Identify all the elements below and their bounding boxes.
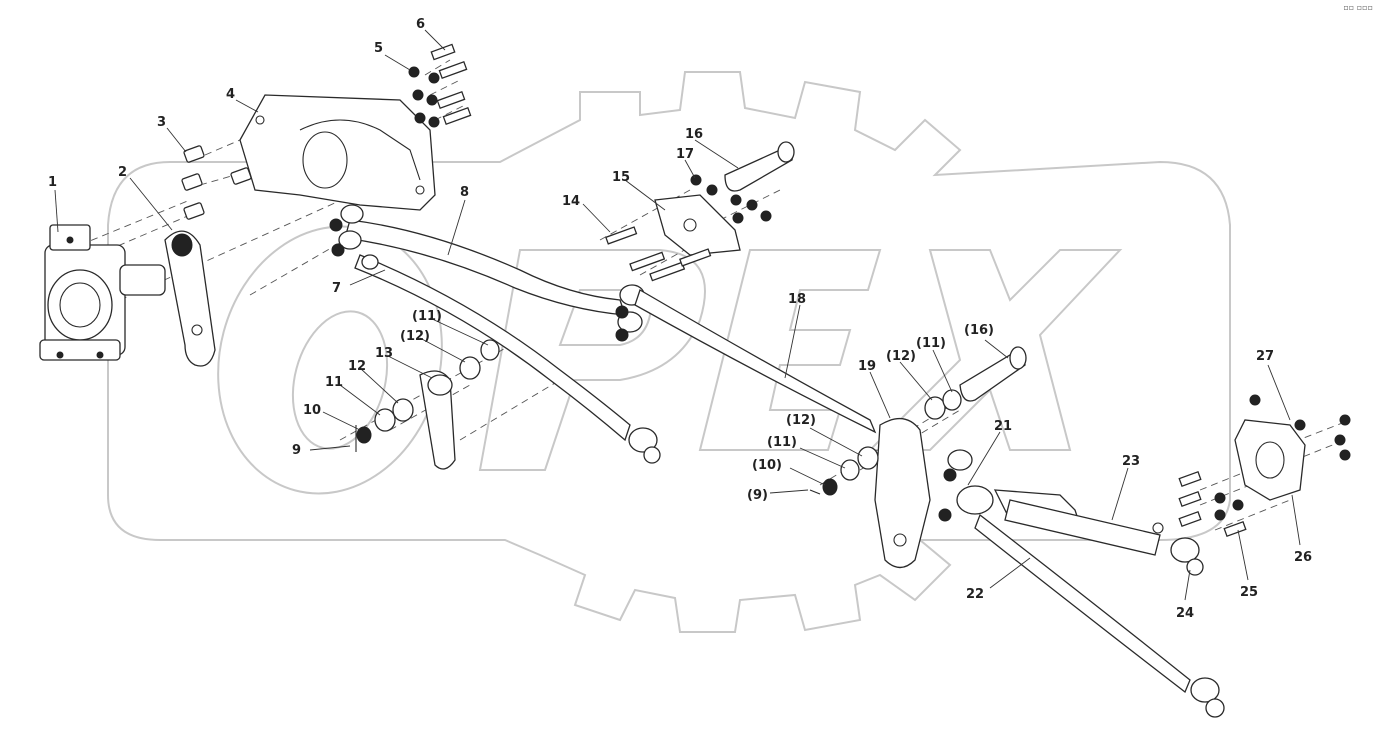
label-5: 5 bbox=[374, 41, 383, 56]
label-11: 11 bbox=[325, 375, 343, 390]
tie-rod-parts-21-24 bbox=[938, 449, 1225, 718]
watermark-letter-e bbox=[698, 249, 882, 451]
label-15: 15 bbox=[612, 170, 630, 185]
corner-mark: ▫▫ ▫▫▫ bbox=[1343, 3, 1373, 12]
label-17: 17 bbox=[676, 147, 694, 162]
lower-tie-rod-part-7 bbox=[354, 254, 661, 464]
bracket-part-4 bbox=[239, 94, 436, 211]
right-bracket-parts-25-27 bbox=[1178, 394, 1351, 538]
upper-bracket-parts-14-17 bbox=[605, 141, 795, 282]
label-21: 21 bbox=[994, 419, 1012, 434]
label-11-ref-mid: (11) bbox=[767, 435, 797, 450]
label-7: 7 bbox=[332, 281, 341, 296]
label-11-ref-left: (11) bbox=[412, 309, 442, 324]
label-11-ref-right: (11) bbox=[916, 336, 946, 351]
label-9: 9 bbox=[292, 443, 301, 458]
label-1: 1 bbox=[48, 175, 57, 190]
drag-link-part-8 bbox=[329, 204, 645, 342]
label-8: 8 bbox=[460, 185, 469, 200]
label-3: 3 bbox=[157, 115, 166, 130]
label-9-ref: (9) bbox=[747, 488, 768, 503]
callout-labels: 1 2 3 4 5 6 7 8 9 10 11 12 13 14 15 16 1… bbox=[48, 17, 1312, 621]
label-2: 2 bbox=[118, 165, 127, 180]
watermark-gear-outline bbox=[107, 71, 1231, 633]
steering-gear-part-1 bbox=[39, 224, 166, 361]
label-14: 14 bbox=[562, 194, 580, 209]
fasteners-parts-5-6 bbox=[408, 43, 472, 128]
centre-link-part-18 bbox=[634, 289, 877, 434]
label-16: 16 bbox=[685, 127, 703, 142]
leader-lines bbox=[54, 29, 1301, 601]
idler-assembly-parts-9-13 bbox=[355, 339, 500, 470]
label-6: 6 bbox=[416, 17, 425, 32]
pitman-arm-part-2 bbox=[164, 230, 216, 367]
label-23: 23 bbox=[1122, 454, 1140, 469]
label-12-ref-left: (12) bbox=[400, 329, 430, 344]
label-10: 10 bbox=[303, 403, 321, 418]
label-13: 13 bbox=[375, 346, 393, 361]
label-12: 12 bbox=[348, 359, 366, 374]
label-19: 19 bbox=[858, 359, 876, 374]
label-10-ref: (10) bbox=[752, 458, 782, 473]
label-18: 18 bbox=[788, 292, 806, 307]
label-16-ref: (16) bbox=[964, 323, 994, 338]
label-27: 27 bbox=[1256, 349, 1274, 364]
label-4: 4 bbox=[226, 87, 235, 102]
label-25: 25 bbox=[1240, 585, 1258, 600]
label-12-ref-right: (12) bbox=[886, 349, 916, 364]
watermark-letter-o-inner bbox=[291, 310, 389, 450]
label-22: 22 bbox=[966, 587, 984, 602]
label-24: 24 bbox=[1176, 606, 1194, 621]
bolts-part-3 bbox=[181, 145, 252, 220]
label-26: 26 bbox=[1294, 550, 1312, 565]
idler-arm-part-19 bbox=[809, 346, 1027, 569]
label-12-ref-mid: (12) bbox=[786, 413, 816, 428]
